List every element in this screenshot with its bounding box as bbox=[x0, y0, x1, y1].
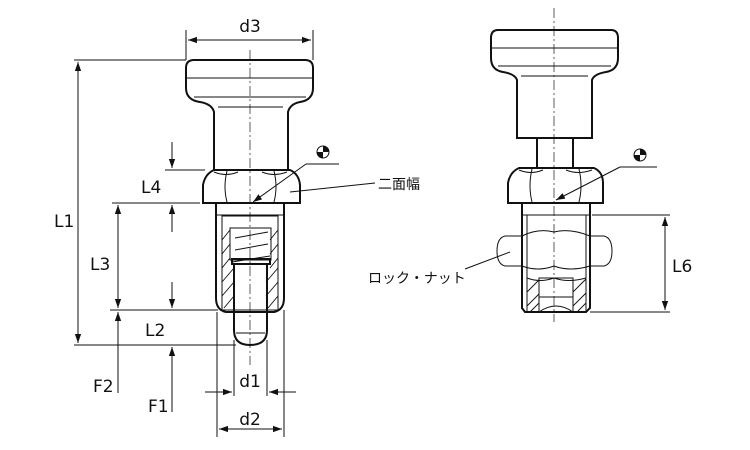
neck bbox=[536, 137, 574, 169]
section-hatching bbox=[526, 278, 587, 313]
knob bbox=[185, 59, 314, 171]
knob bbox=[490, 29, 619, 139]
spring bbox=[231, 231, 271, 263]
dim-L3: L3 bbox=[90, 255, 110, 275]
sleeve bbox=[521, 203, 591, 313]
section-hatching bbox=[221, 229, 279, 309]
sleeve bbox=[215, 203, 285, 313]
center-of-gravity-symbol bbox=[633, 148, 647, 162]
hex-nut bbox=[507, 167, 604, 204]
lock-nut bbox=[496, 230, 613, 270]
dim-F2: F2 bbox=[93, 377, 114, 397]
label-lock-nut: ロック・ナット bbox=[368, 271, 466, 287]
dim-d2: d2 bbox=[239, 410, 261, 430]
dim-d1: d1 bbox=[239, 372, 261, 392]
center-of-gravity-symbol bbox=[316, 145, 330, 159]
dim-L2: L2 bbox=[145, 321, 165, 341]
dim-d3: d3 bbox=[239, 17, 261, 37]
label-width-across-flats: 二面幅 bbox=[378, 177, 420, 193]
pin bbox=[233, 264, 268, 347]
hex-nut bbox=[202, 169, 301, 204]
right-view: L6 ロック・ナット bbox=[368, 8, 692, 322]
dim-L6: L6 bbox=[672, 257, 692, 277]
dim-F1: F1 bbox=[148, 397, 169, 417]
dim-L4: L4 bbox=[141, 178, 161, 198]
left-view: d3 L1 L4 L3 L2 F2 F1 d1 d2 bbox=[54, 17, 420, 437]
dim-L1: L1 bbox=[54, 212, 74, 232]
